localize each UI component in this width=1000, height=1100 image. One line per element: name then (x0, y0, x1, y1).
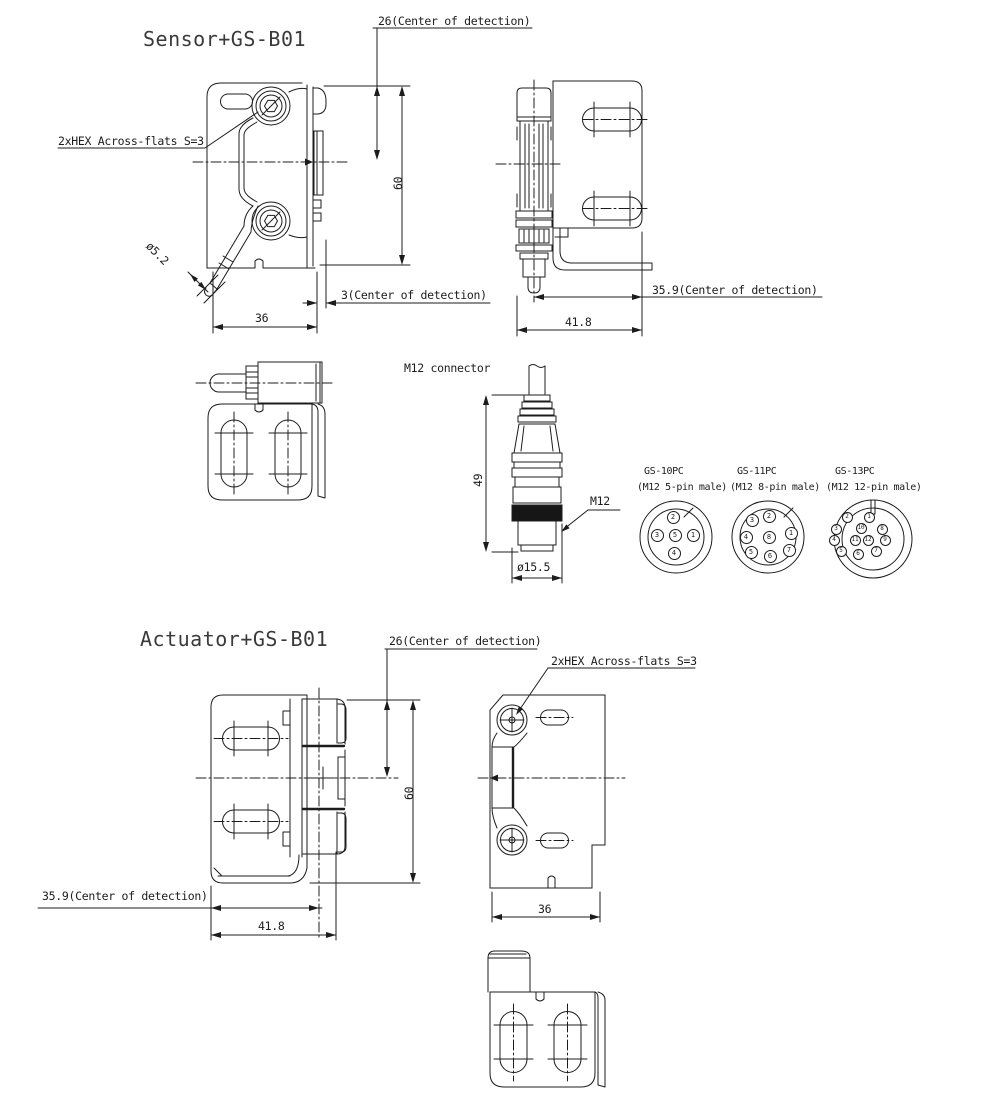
pinout-1-type: (M12 5-pin male) (637, 482, 727, 493)
pinout-2-pin-2: 2 (762, 509, 776, 523)
pinout-1-pin-3: 3 (650, 528, 664, 542)
pinout-circles (639, 499, 913, 579)
actuator-dim-center-offset: 35.9(Center of detection) (42, 889, 208, 903)
sensor-side-dimensions (516, 231, 823, 337)
m12-thread-label: M12 (590, 494, 610, 508)
m12-dim-diameter: ø15.5 (517, 560, 551, 574)
pinout-2-pin-8: 8 (762, 530, 776, 544)
sensor-dim-center-top: 26(Center of detection) (378, 14, 531, 28)
pinout-2-type: (M12 8-pin male) (730, 482, 820, 493)
pinout-2-pin-4: 4 (739, 530, 753, 544)
sensor-dim-center-side: 3(Center of detection) (341, 288, 487, 302)
pinout-2-pin-7: 7 (782, 543, 796, 557)
sensor-hex-note: 2xHEX Across-flats S=3 (58, 134, 204, 148)
m12-dim-length: 49 (471, 473, 485, 487)
pinout-3-pin-5: 5 (835, 545, 847, 557)
pinout-1-pin-4: 4 (667, 546, 681, 560)
pinout-1-pin-1: 1 (686, 528, 700, 542)
actuator-front-dimensions (491, 667, 696, 923)
actuator-front-dim-width: 36 (538, 902, 552, 916)
sensor-dim-width: 36 (255, 311, 269, 325)
sensor-title: Sensor+GS-B01 (143, 27, 307, 51)
pinout-3-pin-4: 4 (828, 534, 840, 546)
m12-connector-title: M12 connector (404, 361, 491, 375)
sensor-side-dim-center-offset: 35.9(Center of detection) (652, 283, 818, 297)
pinout-3-pin-3: 3 (830, 523, 842, 535)
pinout-3-pin-1: 1 (863, 511, 875, 523)
actuator-top-view (487, 950, 606, 1088)
pinout-3-pin-2: 2 (841, 511, 853, 523)
actuator-side-dimensions (37, 648, 538, 941)
pinout-2-pin-6: 6 (763, 549, 777, 563)
sensor-front-view (192, 82, 351, 297)
pinout-2-model: GS-11PC (737, 466, 777, 477)
actuator-dim-height: 60 (402, 786, 416, 800)
pinout-1-model: GS-10PC (644, 466, 684, 477)
actuator-title: Actuator+GS-B01 (140, 627, 329, 651)
sensor-top-view (195, 361, 335, 501)
pinout-3-pin-9: 9 (879, 534, 891, 546)
actuator-dim-width: 41.8 (258, 919, 285, 933)
pinout-3-model: GS-13PC (835, 466, 875, 477)
pinout-3-pin-7: 7 (870, 545, 882, 557)
actuator-front-view (477, 694, 626, 889)
pinout-1-pin-2: 2 (666, 510, 680, 524)
pinout-3-pin-8: 8 (876, 523, 888, 535)
actuator-side-view (195, 687, 399, 941)
pinout-2-pin-3: 3 (745, 513, 759, 527)
m12-connector-drawing (485, 364, 621, 584)
actuator-hex-note: 2xHEX Across-flats S=3 (551, 654, 697, 668)
dimension-arrowheads (190, 86, 642, 938)
actuator-dim-center-top: 26(Center of detection) (389, 634, 542, 648)
sensor-side-view (495, 79, 653, 303)
pinout-3-pin-11: 11 (849, 534, 861, 546)
pinout-2-pin-1: 1 (784, 526, 798, 540)
sensor-dim-height: 60 (391, 176, 405, 190)
pinout-3-pin-10: 10 (855, 522, 867, 534)
pinout-3-pin-6: 6 (852, 548, 864, 560)
pinout-2-pin-5: 5 (744, 545, 758, 559)
sensor-side-dim-width: 41.8 (565, 315, 592, 329)
pinout-1-pin-5: 5 (668, 528, 682, 542)
pinout-3-type: (M12 12-pin male) (826, 482, 922, 493)
pinout-3-pin-12: 12 (862, 534, 874, 546)
